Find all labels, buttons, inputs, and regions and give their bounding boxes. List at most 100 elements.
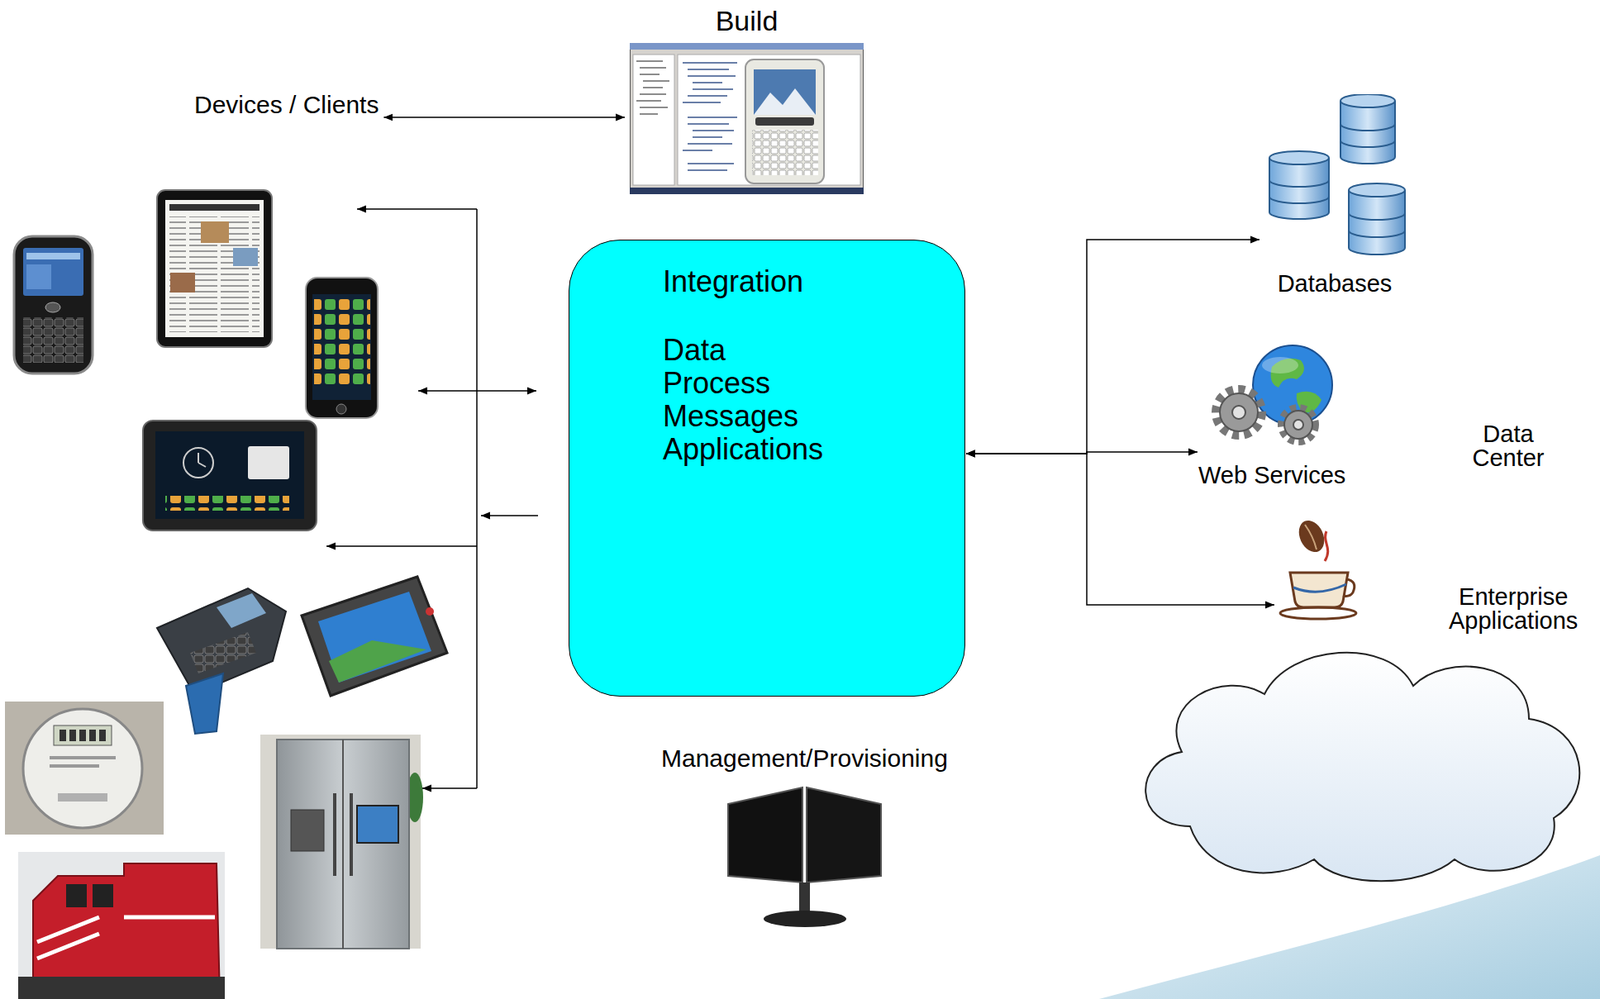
cloud-shape: [1145, 652, 1580, 882]
dual-monitor-icon-part: [799, 882, 810, 915]
enterprise-apps-node: Enterprise Applications: [1275, 514, 1578, 634]
smart-meter-part: [69, 729, 77, 742]
gear: [1216, 390, 1262, 435]
devices-clients-node: Devices / Clients: [194, 90, 379, 120]
smart-fridge-part: [349, 793, 353, 877]
database-cylinder: [1340, 94, 1396, 164]
java-cup-icon-part: [1324, 531, 1329, 562]
device-bus-wires-part: [357, 208, 477, 210]
blackberry-phone-part: [14, 236, 93, 374]
database-cylinder-part: [1348, 183, 1405, 197]
ide-screenshot-part: [629, 42, 864, 50]
database-cylinder: [1269, 151, 1329, 220]
iphone-part: [305, 277, 378, 419]
iphone-part: [314, 297, 371, 387]
node-heading: Management/Provisioning: [661, 743, 948, 774]
blackberry-phone-part: [23, 317, 84, 363]
ipad-tablet-part: [233, 247, 258, 267]
iphone: [305, 277, 378, 419]
blackberry-phone-part: [26, 264, 52, 290]
ide-screenshot-part: [753, 69, 816, 115]
locomotive-part: [37, 917, 215, 959]
smart-meter-part: [79, 729, 86, 742]
connector-arrow: [383, 116, 625, 119]
dual-monitor-icon-part: [806, 787, 881, 883]
rugged-tablet-part: [301, 576, 448, 696]
smart-meter-part: [53, 725, 112, 746]
management-node: Management/Provisioning: [661, 743, 948, 932]
build-tool-node: Build: [629, 4, 864, 195]
web-services-icon-part: [1261, 357, 1299, 374]
node-heading: Web Services: [1198, 463, 1346, 488]
integration-box: IntegrationData Process Messages Applica…: [568, 239, 966, 697]
smart-meter-part: [99, 729, 106, 742]
barcode-scanner-part: [216, 593, 267, 629]
node-heading: Integration: [662, 265, 948, 299]
ide-screenshot-part: [682, 62, 738, 171]
locomotive-part: [18, 976, 225, 999]
database-cylinder-part: [1340, 100, 1396, 164]
locomotive-part: [18, 852, 225, 999]
android-tablet-part: [142, 420, 317, 531]
java-cup-icon-part: [1304, 524, 1317, 550]
smart-meter: [4, 701, 164, 835]
ide-screenshot-part: [745, 59, 824, 184]
ide-screenshot-part: [753, 88, 816, 115]
database-cylinder-part: [1269, 157, 1329, 220]
region-label: Data Center: [1471, 422, 1544, 471]
gear-part: [1281, 408, 1315, 442]
device-bus-wires-part: [418, 390, 537, 392]
smart-meter-part: [49, 764, 100, 768]
smart-meter-part: [4, 701, 164, 835]
node-heading: Enterprise Applications: [1448, 585, 1578, 634]
blackberry-phone-part: [26, 252, 81, 260]
ipad-tablet: [157, 190, 272, 348]
ipad-tablet-part: [169, 216, 260, 333]
gear-part: [1284, 410, 1313, 439]
gear-part: [1219, 393, 1258, 432]
smart-meter-part: [23, 709, 143, 829]
locomotive: [18, 852, 225, 999]
ide-screenshot-part: [630, 43, 864, 195]
smart-fridge: [260, 734, 424, 949]
ide-screenshot-part: [636, 61, 670, 115]
smart-fridge-part: [342, 739, 344, 949]
ide-screenshot: [629, 42, 864, 195]
java-cup-icon-part: [1294, 516, 1329, 557]
android-tablet-part: [247, 446, 290, 480]
database-cylinder: [1348, 183, 1405, 255]
web-services-node: Web Services: [1198, 342, 1346, 488]
java-cup-icon-part: [1280, 607, 1357, 620]
java-cup-icon: [1275, 514, 1362, 623]
ide-screenshot-part: [677, 54, 861, 186]
database-cylinder-part: [1348, 190, 1405, 255]
ide-screenshot-part: [629, 187, 864, 195]
gear-part: [1216, 390, 1262, 435]
smart-fridge-part: [357, 805, 399, 843]
node-heading: Devices / Clients: [194, 90, 379, 120]
blackberry-phone-part: [23, 247, 84, 296]
smart-fridge-part: [260, 734, 421, 949]
smart-fridge-part: [290, 809, 324, 852]
database-cylinder-part: [1340, 94, 1396, 108]
smart-fridge-part: [276, 739, 410, 949]
locomotive-part: [92, 884, 114, 908]
iphone-part: [312, 294, 372, 400]
device-bus-wires-part: [422, 787, 477, 790]
iphone-part: [336, 404, 347, 415]
databases-node: Databases: [1260, 94, 1410, 296]
dual-monitor-icon-part: [728, 787, 803, 883]
rugged-tablet: [301, 576, 448, 696]
database-cylinder-part: [1269, 180, 1329, 204]
rugged-tablet-part: [425, 607, 434, 616]
java-cup-icon-part: [1293, 584, 1347, 592]
ide-screenshot-part: [752, 129, 819, 176]
smart-fridge-part: [333, 793, 337, 877]
blackberry-phone-part: [45, 302, 61, 313]
device-bus-wires-part: [480, 514, 539, 517]
gear-part: [1232, 405, 1246, 420]
java-cup-icon-part: [1290, 572, 1348, 608]
ipad-tablet-part: [165, 200, 264, 338]
database-cylinder-part: [1348, 213, 1405, 238]
